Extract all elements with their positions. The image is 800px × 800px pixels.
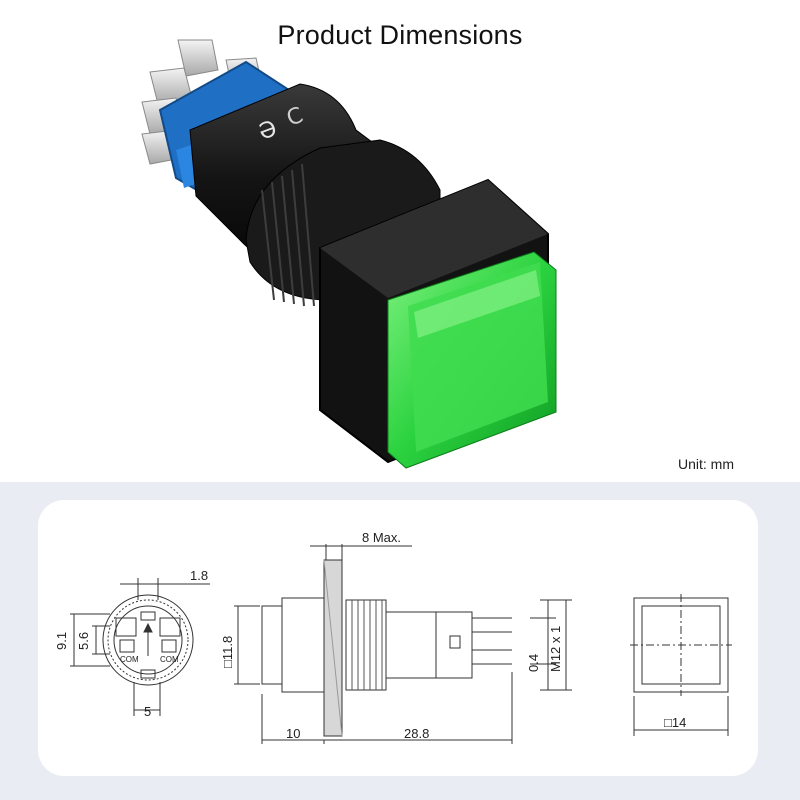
dim-thread: M12 x 1 [548,626,563,672]
dim-pin-spacing: 5 [144,704,151,719]
dim-pin-span-outer: 9.1 [54,632,69,650]
com-label-left: COM [120,655,139,664]
product-photo: Ə C [141,39,557,469]
dim-body-length: 28.8 [404,726,429,741]
dim-pin-span-inner: 5.6 [76,632,91,650]
dim-terminal-thickness: 0.4 [526,654,541,672]
dim-body-square: □11.8 [220,636,235,668]
front-view [630,594,732,736]
dim-max-thickness: 8 Max. [362,530,401,545]
dim-front-square: □14 [664,715,686,730]
com-label-right: COM [160,655,179,664]
dim-pin-width: 1.8 [190,568,208,583]
page-title: Product Dimensions [277,20,523,50]
unit-label: Unit: mm [678,456,734,472]
side-view [234,544,572,744]
dim-cap-length: 10 [286,726,300,741]
rear-view [70,578,210,716]
threaded-nut [245,139,441,307]
